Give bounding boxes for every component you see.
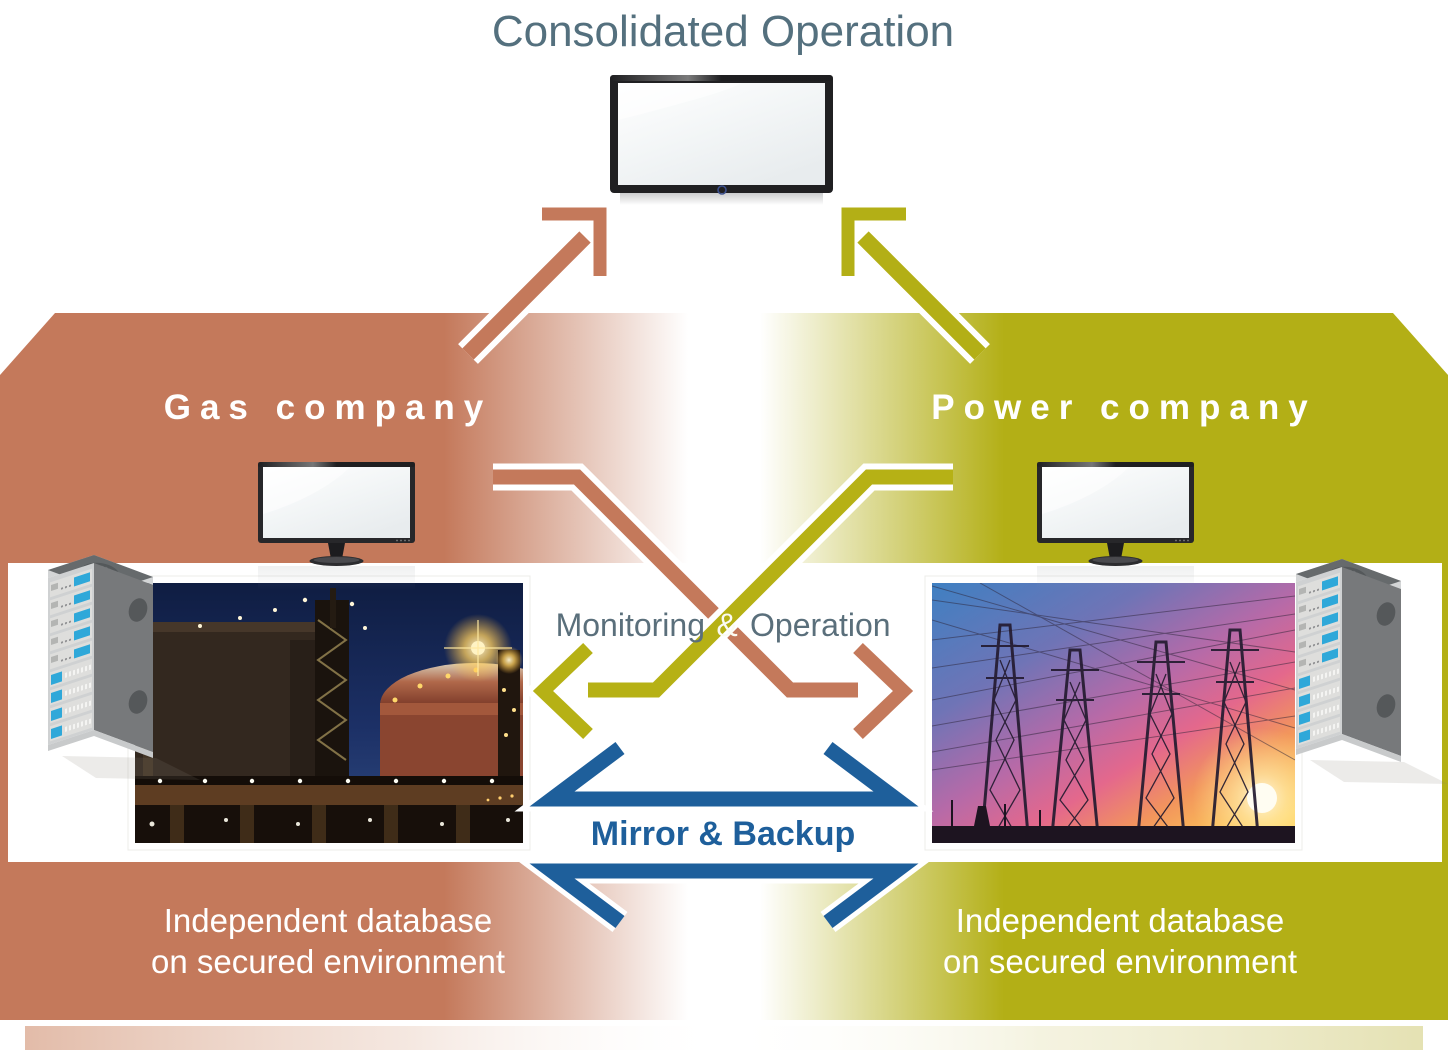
monitoring-label: Monitoring	[556, 607, 705, 643]
gas-db-line1: Independent database	[164, 902, 492, 939]
gas-panel-bottom-strip	[25, 1026, 725, 1050]
power-db-line1: Independent database	[956, 902, 1284, 939]
power-company-label: Power company	[931, 388, 1316, 427]
power-panel-bottom-strip	[723, 1026, 1423, 1050]
gas-database-caption: Independent database on secured environm…	[151, 902, 505, 980]
power-monitoring-arrow	[524, 463, 953, 744]
consolidated-monitor	[610, 75, 833, 205]
gas-monitor	[258, 462, 415, 590]
tv-logo-icon	[717, 185, 727, 195]
gas-monitoring-arrow	[493, 463, 922, 744]
mirror-backup-arrow-bottom	[514, 858, 934, 932]
monitoring-ampersand: &	[716, 607, 737, 643]
gas-to-consolidated-arrow	[458, 202, 612, 364]
power-monitor	[1037, 462, 1194, 590]
gas-company-label: Gas company	[164, 388, 493, 427]
operation-label: Operation	[750, 607, 891, 643]
power-database-caption: Independent database on secured environm…	[943, 902, 1297, 980]
mirror-backup-label: Mirror & Backup	[591, 815, 856, 853]
gas-db-line2: on secured environment	[151, 943, 505, 980]
power-towers-photo	[924, 575, 1303, 851]
mirror-backup-arrow-top	[514, 738, 934, 812]
power-db-line2: on secured environment	[943, 943, 1297, 980]
diagram-title: Consolidated Operation	[492, 7, 954, 56]
gas-plant-photo	[127, 575, 531, 851]
power-to-consolidated-arrow	[836, 202, 990, 364]
